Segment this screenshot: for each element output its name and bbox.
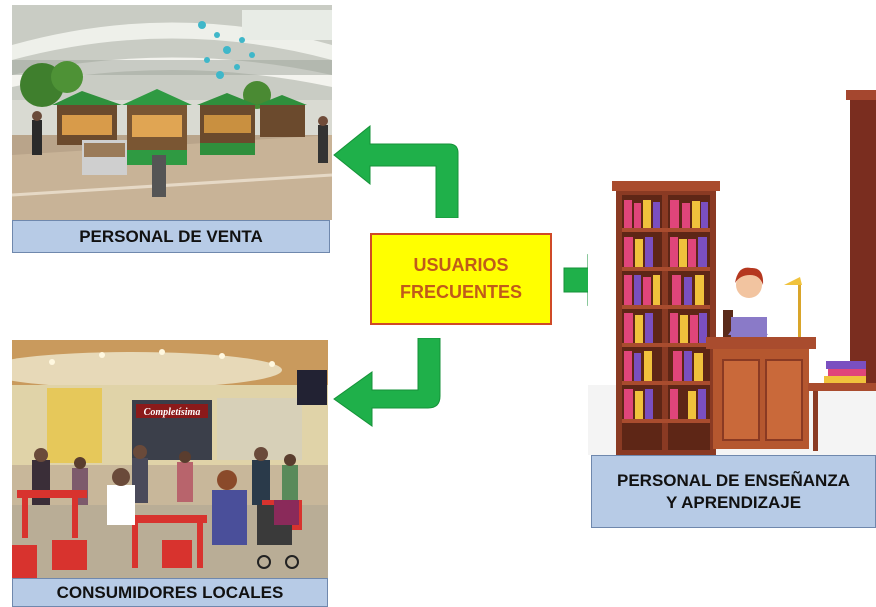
mall-photo	[12, 5, 332, 220]
frequent-users-box: USUARIOS FRECUENTES	[370, 233, 552, 325]
teaching-staff-caption: PERSONAL DE ENSEÑANZA Y APRENDIZAJE	[591, 455, 876, 528]
arrow-down-left	[333, 338, 441, 427]
local-consumers-label: CONSUMIDORES LOCALES	[56, 582, 284, 602]
frequent-users-line1: USUARIOS	[413, 255, 509, 275]
local-consumers-caption: CONSUMIDORES LOCALES	[12, 578, 328, 607]
sales-staff-caption: PERSONAL DE VENTA	[12, 220, 330, 253]
frequent-users-line2: FRECUENTES	[399, 282, 522, 302]
teaching-staff-line1: PERSONAL DE ENSEÑANZA	[617, 471, 850, 491]
sales-staff-label: PERSONAL DE VENTA	[79, 226, 263, 246]
food-court-photo: Completísima	[12, 340, 328, 578]
teaching-staff-line2: Y APRENDIZAJE	[665, 492, 802, 512]
library-illustration	[588, 85, 876, 455]
arrow-up-left	[333, 124, 459, 218]
food-court-sign: Completísima	[144, 407, 201, 418]
